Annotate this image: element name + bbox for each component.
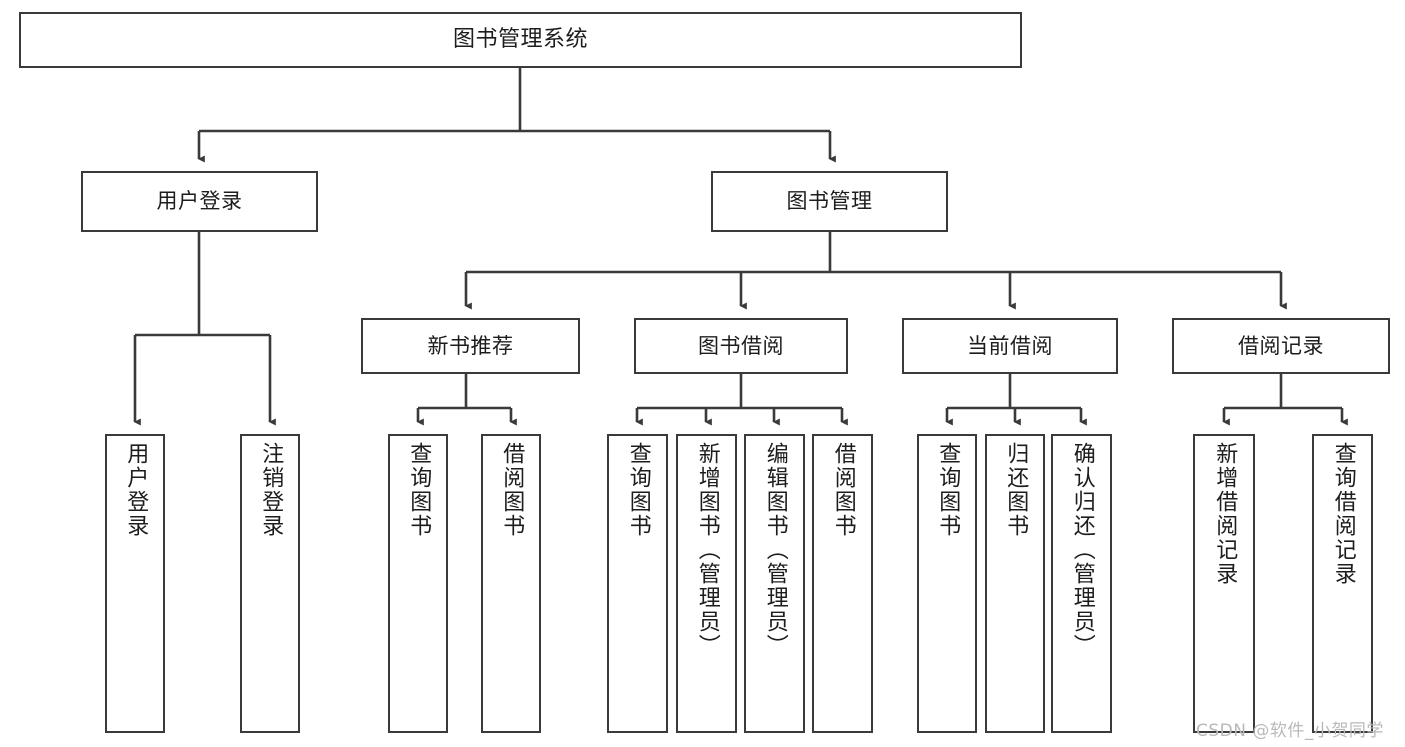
node-leaf-add-book-label: 新增图书（管理员） (694, 442, 720, 658)
node-leaf-query-record-label: 查询借阅记录 (1330, 442, 1356, 586)
node-leaf-user-logout-label: 注销登录 (258, 442, 284, 538)
node-leaf-query-record[interactable]: 查询借阅记录 (1312, 434, 1373, 733)
node-leaf-add-record-label: 新增借阅记录 (1212, 442, 1238, 586)
node-user-login-label: 用户登录 (156, 189, 243, 214)
node-book-manage-label: 图书管理 (786, 189, 873, 214)
node-leaf-edit-book-label: 编辑图书（管理员） (762, 442, 788, 658)
node-root-label: 图书管理系统 (452, 27, 588, 53)
node-leaf-query-book-1-label: 查询图书 (406, 442, 432, 538)
node-root[interactable]: 图书管理系统 (19, 12, 1022, 68)
node-borrow-record-label: 借阅记录 (1238, 333, 1324, 358)
node-leaf-confirm-return[interactable]: 确认归还（管理员） (1051, 434, 1112, 733)
node-leaf-query-book-2[interactable]: 查询图书 (607, 434, 668, 733)
node-leaf-borrow-book-2[interactable]: 借阅图书 (812, 434, 873, 733)
node-leaf-confirm-return-label: 确认归还（管理员） (1069, 442, 1095, 658)
node-current-borrow[interactable]: 当前借阅 (902, 318, 1118, 374)
node-leaf-query-book-2-label: 查询图书 (625, 442, 651, 538)
node-current-borrow-label: 当前借阅 (967, 333, 1053, 358)
node-borrow-record[interactable]: 借阅记录 (1172, 318, 1390, 374)
node-leaf-add-record[interactable]: 新增借阅记录 (1193, 434, 1255, 733)
node-new-book-rec[interactable]: 新书推荐 (361, 318, 580, 374)
node-leaf-user-login-label: 用户登录 (123, 442, 149, 538)
node-leaf-query-book-3[interactable]: 查询图书 (917, 434, 977, 733)
node-new-book-rec-label: 新书推荐 (427, 333, 514, 358)
node-book-borrow[interactable]: 图书借阅 (634, 318, 848, 374)
node-leaf-borrow-book-1[interactable]: 借阅图书 (481, 434, 541, 733)
node-leaf-edit-book[interactable]: 编辑图书（管理员） (744, 434, 805, 733)
node-leaf-borrow-book-2-label: 借阅图书 (830, 442, 856, 538)
node-leaf-query-book-3-label: 查询图书 (935, 442, 961, 538)
node-user-login[interactable]: 用户登录 (81, 171, 318, 232)
node-book-borrow-label: 图书借阅 (698, 333, 784, 358)
node-leaf-return-book-label: 归还图书 (1003, 442, 1029, 538)
node-leaf-user-login[interactable]: 用户登录 (105, 434, 165, 733)
node-leaf-add-book[interactable]: 新增图书（管理员） (676, 434, 737, 733)
node-leaf-user-logout[interactable]: 注销登录 (240, 434, 300, 733)
node-leaf-return-book[interactable]: 归还图书 (985, 434, 1045, 733)
node-book-manage[interactable]: 图书管理 (711, 171, 948, 232)
node-leaf-borrow-book-1-label: 借阅图书 (499, 442, 525, 538)
node-leaf-query-book-1[interactable]: 查询图书 (388, 434, 448, 733)
watermark-text: CSDN @软件_小贺同学 (1196, 721, 1384, 741)
